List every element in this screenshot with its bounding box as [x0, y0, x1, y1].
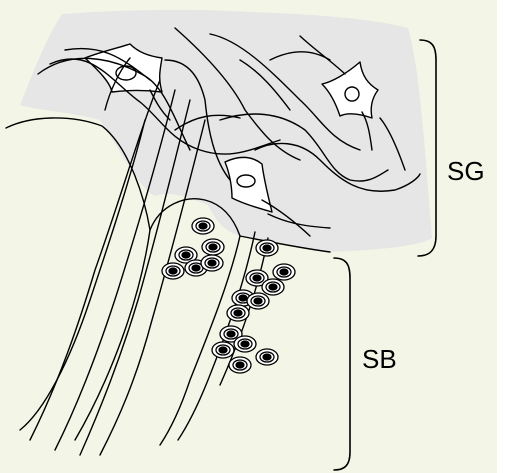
sb-cell	[227, 305, 249, 321]
sb-bracket	[334, 258, 350, 470]
sb-cell	[192, 218, 214, 234]
sb-cell	[256, 349, 278, 365]
sb-cell	[247, 293, 269, 309]
sb-cell	[273, 264, 295, 280]
sb-cell	[201, 255, 223, 271]
sb-cell	[229, 357, 251, 373]
sb-cell	[262, 279, 284, 295]
sg-gray-region	[20, 10, 432, 252]
sb-cell	[234, 336, 256, 352]
right-edge-strip	[497, 0, 505, 473]
sb-label: SB	[362, 344, 397, 374]
sg-label: SG	[447, 156, 485, 186]
sb-cell	[212, 342, 234, 358]
sb-cell	[162, 263, 184, 279]
sb-cell	[202, 239, 224, 255]
sb-cell	[256, 240, 278, 256]
